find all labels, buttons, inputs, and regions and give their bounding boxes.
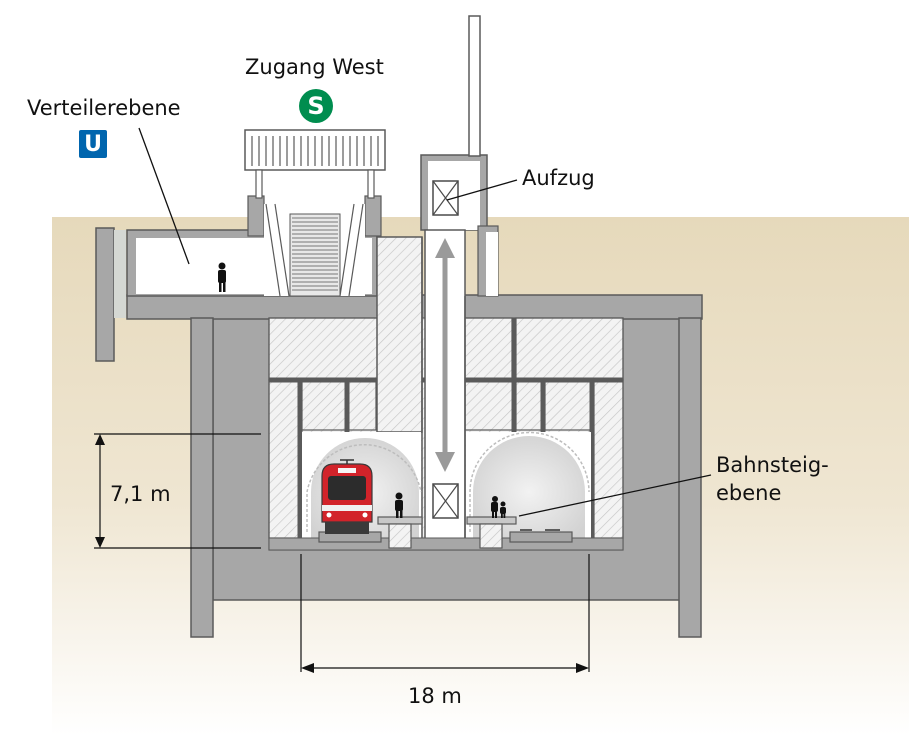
track-tunnel-right xyxy=(466,431,591,538)
track-bed xyxy=(509,531,573,543)
leader-bahnsteigebene xyxy=(518,474,712,517)
sbahn-glyph: S xyxy=(307,92,325,120)
elevator-travel-arrow xyxy=(435,238,455,472)
entrance-canopy xyxy=(244,129,386,199)
entrance-wall-left xyxy=(247,195,265,237)
label-zugang-west: Zugang West xyxy=(245,55,384,79)
elevator-tower xyxy=(420,15,499,297)
platform-right xyxy=(466,516,517,549)
central-column xyxy=(376,236,423,433)
label-bahnsteig-line2: ebene xyxy=(716,481,782,505)
leader-aufzug xyxy=(446,179,518,201)
label-verteilerebene: Verteilerebene xyxy=(27,96,181,120)
height-dimension xyxy=(94,433,261,549)
platform-left xyxy=(377,516,423,549)
person-platform-left xyxy=(395,492,403,518)
people-platform-right xyxy=(491,496,506,518)
elevator-cabin-bottom xyxy=(432,483,459,519)
leader-verteilerebene xyxy=(138,127,190,265)
label-height: 7,1 m xyxy=(110,482,171,506)
pile-left xyxy=(190,317,214,638)
sheet-wall-left xyxy=(114,230,126,318)
ventilation-mast xyxy=(468,15,481,157)
s-bahn-train xyxy=(321,459,373,534)
width-dimension xyxy=(300,554,590,673)
label-bahnsteig-line1: Bahnsteig- xyxy=(716,453,829,477)
entrance-wall-right xyxy=(364,195,382,237)
escalator xyxy=(264,203,365,297)
ubahn-glyph: U xyxy=(84,131,102,157)
label-aufzug: Aufzug xyxy=(522,166,595,190)
ubahn-icon: U xyxy=(79,130,107,158)
person-distribution-level xyxy=(218,262,226,292)
label-width: 18 m xyxy=(408,684,462,708)
pile-left-outer xyxy=(95,227,115,362)
sbahn-icon: S xyxy=(299,89,333,123)
